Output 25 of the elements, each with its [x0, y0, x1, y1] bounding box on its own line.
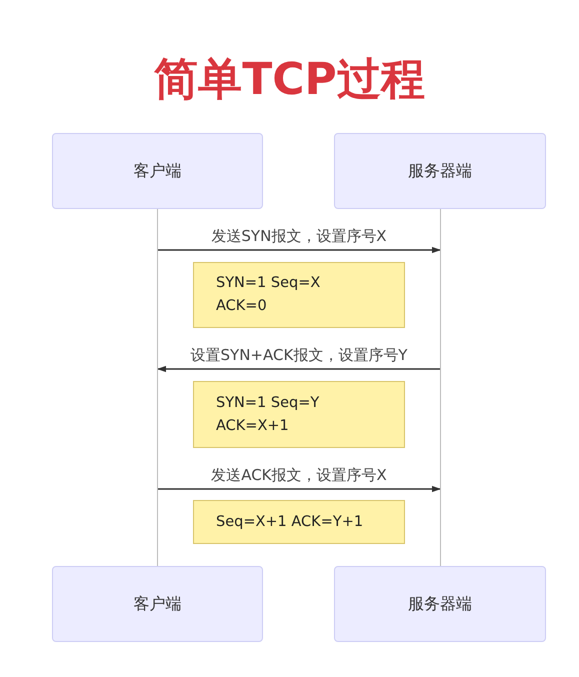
- participant-box: [52, 566, 263, 642]
- lifeline: [157, 209, 158, 566]
- participant-label: 客户端: [134, 594, 182, 614]
- note-text: Seq=X+1 ACK=Y+1: [216, 512, 364, 532]
- participant-box: [334, 133, 546, 209]
- note-text: SYN=1 Seq=Y: [216, 394, 320, 412]
- message-arrow: [157, 486, 441, 492]
- message-arrow: [157, 246, 441, 254]
- lifeline: [440, 209, 441, 566]
- participant-label: 服务器端: [408, 160, 472, 182]
- message-label: 发送ACK报文，设置序号X: [210, 466, 388, 484]
- participant-label: 客户端: [134, 160, 182, 182]
- participant-label: 服务器端: [408, 594, 472, 614]
- note-box: [193, 262, 405, 328]
- note-text: ACK=X+1: [216, 416, 290, 436]
- note-text: SYN=1 Seq=X: [216, 274, 322, 293]
- note-text: ACK=0: [216, 297, 268, 316]
- message-label: 发送SYN报文，设置序号X: [210, 227, 388, 245]
- participant-box: [52, 133, 263, 209]
- note-box: [193, 500, 405, 544]
- title: 简单TCP过程: [153, 53, 426, 107]
- message-label: 设置SYN+ACK报文，设置序号Y: [190, 346, 408, 364]
- participant-box: [334, 566, 546, 642]
- note-box: [193, 381, 405, 448]
- message-arrow: [157, 366, 441, 372]
